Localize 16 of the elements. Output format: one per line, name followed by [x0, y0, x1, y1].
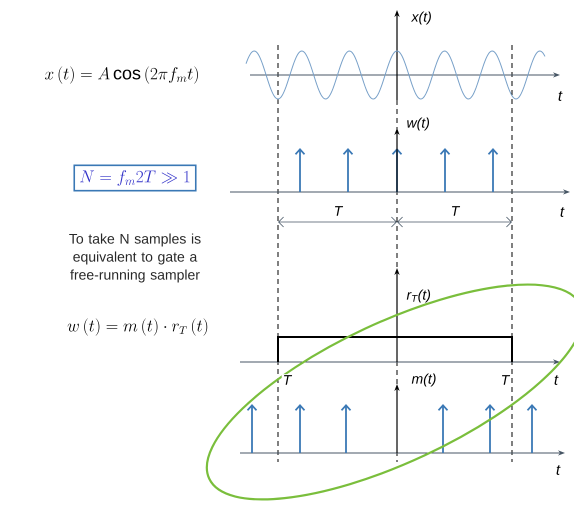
- axis-label: r$_{T}$(t): [406, 289, 430, 302]
- axis-label: T: [282, 374, 292, 386]
- formula-box: $N=f_{m}2T\gg 1$: [73, 164, 197, 192]
- axis-label: t: [560, 207, 565, 217]
- axis-label: w(t): [407, 117, 430, 131]
- axis-label: T: [500, 374, 510, 386]
- formula: $w\left(t\right)=m\left(t\right)\cdot r_{T}\left(t\right)$: [68, 318, 208, 336]
- axis-label: T: [452, 206, 460, 216]
- axis-label: t: [554, 375, 559, 385]
- formula: $x\left(t\right)=A\cos\left(2\pi f_{m}t\right)$: [45, 66, 198, 84]
- axis-label: t: [556, 465, 561, 475]
- axis-label: T: [334, 206, 344, 216]
- axis-label: x(t): [410, 11, 431, 25]
- axis-label: t: [558, 91, 563, 101]
- axis-label: m(t): [412, 373, 436, 386]
- note-text: To take N samples is equivalent to gate a free-running sampler: [69, 233, 201, 282]
